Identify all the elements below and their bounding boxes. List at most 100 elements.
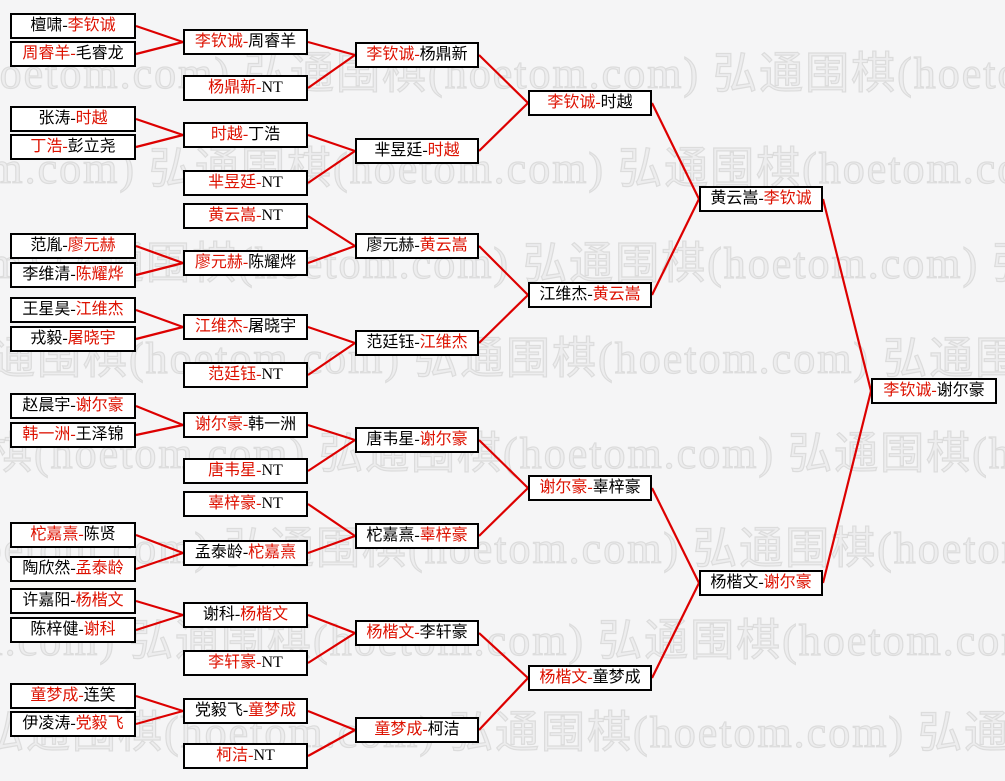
connector-line	[478, 294, 529, 344]
connector-line	[135, 709, 184, 726]
dash: -	[758, 190, 764, 207]
player-name: 杨楷文	[539, 669, 588, 686]
match-box-r1m11: 柁嘉熹-陈贤	[10, 522, 136, 548]
player-name: 屠晓宇	[67, 330, 116, 347]
connector-line	[307, 709, 356, 732]
player-name: 许嘉阳	[22, 592, 71, 609]
connector-line	[307, 215, 356, 247]
dash: -	[70, 301, 76, 318]
player-name: 杨楷文	[240, 606, 289, 623]
connector-line	[135, 613, 184, 632]
connector-line	[478, 677, 529, 731]
player-name: NT	[261, 207, 283, 224]
connector-line	[307, 503, 356, 537]
player-name: 杨楷文	[75, 592, 124, 609]
match-box-r1m8: 戎毅-屠晓宇	[10, 326, 136, 352]
match-box-r3m1: 李钦诚-杨鼎新	[355, 42, 479, 68]
dash: -	[70, 45, 76, 62]
connector-line	[135, 599, 184, 617]
player-name: 江维杰	[75, 301, 124, 318]
dash: -	[256, 495, 262, 512]
player-name: 李钦诚	[194, 33, 243, 50]
connector-line	[478, 245, 529, 296]
match-box-r1m5: 范胤-廖元赫	[10, 233, 136, 259]
player-name: 江维杰	[419, 334, 468, 351]
dash: -	[414, 624, 420, 641]
match-box-r3m7: 杨楷文-李轩豪	[355, 620, 479, 646]
player-name: 戎毅	[30, 330, 63, 347]
dash: -	[62, 237, 68, 254]
dash: -	[422, 142, 428, 159]
player-name: 江维杰	[194, 318, 243, 335]
player-name: 柯洁	[216, 747, 249, 764]
player-name: 张涛	[38, 110, 71, 127]
dash: -	[256, 462, 262, 479]
player-name: NT	[261, 79, 283, 96]
dash: -	[931, 382, 937, 399]
dash: -	[256, 366, 262, 383]
player-name: 杨鼎新	[208, 79, 257, 96]
player-name: 屠晓宇	[248, 318, 297, 335]
dash: -	[414, 527, 420, 544]
dash: -	[256, 79, 262, 96]
connector-line	[651, 487, 700, 584]
match-box-r1m15: 童梦成-连笑	[10, 683, 136, 709]
player-name: 谢尔豪	[419, 431, 468, 448]
match-box-r1m7: 王星昊-江维杰	[10, 297, 136, 323]
connector-line	[307, 342, 356, 376]
player-name: 谢尔豪	[763, 574, 812, 591]
match-box-r3m6: 柁嘉熹-辜梓豪	[355, 523, 479, 549]
player-name: 范廷钰	[208, 366, 257, 383]
dash: -	[78, 687, 84, 704]
player-name: 谢尔豪	[194, 416, 243, 433]
player-name: NT	[261, 366, 283, 383]
match-box-r1m4: 丁浩-彭立尧	[10, 134, 136, 160]
match-box-r1m14: 陈梓健-谢科	[10, 617, 136, 643]
player-name: 廖元赫	[67, 237, 116, 254]
dash: -	[234, 606, 241, 623]
match-box-r1m6: 李维清-陈耀烨	[10, 262, 136, 288]
player-name: 陈耀烨	[75, 266, 124, 283]
player-name: 谢尔豪	[75, 397, 124, 414]
connector-line	[478, 102, 529, 152]
dash: -	[587, 669, 593, 686]
player-name: 谢科	[202, 606, 235, 623]
player-name: 柁嘉熹	[30, 526, 79, 543]
player-name: 时越	[210, 126, 243, 143]
match-box-r1m16: 伊凌涛-党毅飞	[10, 711, 136, 737]
connector-line	[478, 632, 529, 679]
match-box-r1m12: 陶欣然-孟泰龄	[10, 556, 136, 582]
player-name: 王泽锦	[75, 426, 124, 443]
player-name: 丁浩	[30, 138, 63, 155]
connector-line	[307, 54, 356, 89]
connector-line	[651, 102, 700, 200]
player-name: 周睿羊	[248, 33, 297, 50]
player-name: NT	[253, 747, 275, 764]
connector-line	[135, 133, 184, 149]
dash: -	[414, 334, 420, 351]
match-box-r3m4: 范廷钰-江维杰	[355, 330, 479, 356]
match-box-r2m14: 李轩豪-NT	[183, 650, 308, 676]
match-box-r2m5: 黄云嵩-NT	[183, 203, 308, 229]
connector-line	[307, 632, 356, 664]
dash: -	[256, 174, 262, 191]
player-name: 彭立尧	[67, 138, 116, 155]
connector-line	[307, 150, 356, 184]
connector-line	[821, 198, 873, 392]
dash: -	[70, 426, 76, 443]
player-name: 谢尔豪	[539, 479, 588, 496]
player-name: 时越	[427, 142, 460, 159]
match-box-r1m10: 韩一洲-王泽锦	[10, 422, 136, 448]
dash: -	[414, 237, 420, 254]
match-box-r2m2: 杨鼎新-NT	[183, 75, 308, 101]
match-box-r4m3: 谢尔豪-辜梓豪	[528, 475, 652, 501]
dash: -	[414, 431, 420, 448]
match-box-r2m9: 谢尔豪-韩一洲	[183, 412, 308, 438]
connector-line	[307, 439, 356, 472]
player-name: 辜梓豪	[419, 527, 468, 544]
player-name: 赵晨宇	[22, 397, 71, 414]
player-name: 童梦成	[248, 702, 297, 719]
player-name: 范胤	[30, 237, 63, 254]
match-box-r2m6: 廖元赫-陈耀烨	[183, 250, 308, 276]
dash: -	[242, 33, 249, 50]
